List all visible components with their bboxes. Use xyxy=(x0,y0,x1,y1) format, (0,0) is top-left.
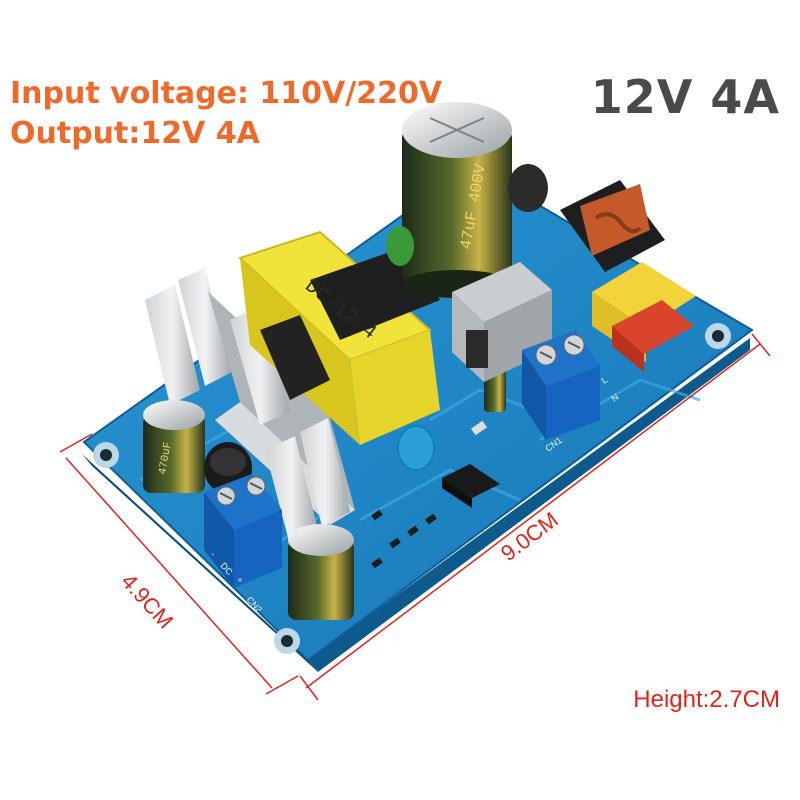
pcb-edge xyxy=(82,454,318,672)
mounting-hole xyxy=(705,323,731,349)
mounting-hole xyxy=(274,628,300,654)
heat-sink xyxy=(145,268,355,545)
dimension-width xyxy=(59,433,299,695)
mounting-hole xyxy=(93,442,119,468)
output-label-plus: + xyxy=(235,575,246,586)
model-label: 12V 4A xyxy=(590,70,780,124)
y-capacitor xyxy=(397,425,435,471)
input-choke xyxy=(560,180,665,272)
output-terminal-block xyxy=(204,474,282,588)
bulk-capacitor: 47uF 400V xyxy=(402,102,512,298)
output-label-minus: - xyxy=(209,550,218,559)
input-voltage-caption: Input voltage: 110V/220V xyxy=(10,76,443,111)
ntc-thermistor xyxy=(508,164,548,212)
height-dimension-label: Height:2.7CM xyxy=(633,686,780,713)
small-capacitor-label: 470uF xyxy=(157,441,175,476)
dimension-length xyxy=(299,333,771,701)
input-terminal-block xyxy=(522,330,600,440)
width-dimension-label: 4.9CM xyxy=(116,569,178,634)
pcb-edge-right xyxy=(308,338,750,672)
input-label-n: N xyxy=(609,392,620,404)
small-green-capacitor xyxy=(386,226,414,266)
smd-components xyxy=(371,420,488,569)
optocoupler xyxy=(442,464,500,508)
input-label-l: L xyxy=(599,375,609,386)
output-caption: Output:12V 4A xyxy=(10,116,260,151)
x-capacitor xyxy=(592,262,696,372)
power-mosfet xyxy=(452,262,552,382)
output-capacitor-bottom xyxy=(288,524,354,620)
output-capacitor-left: 470uF xyxy=(143,400,205,493)
